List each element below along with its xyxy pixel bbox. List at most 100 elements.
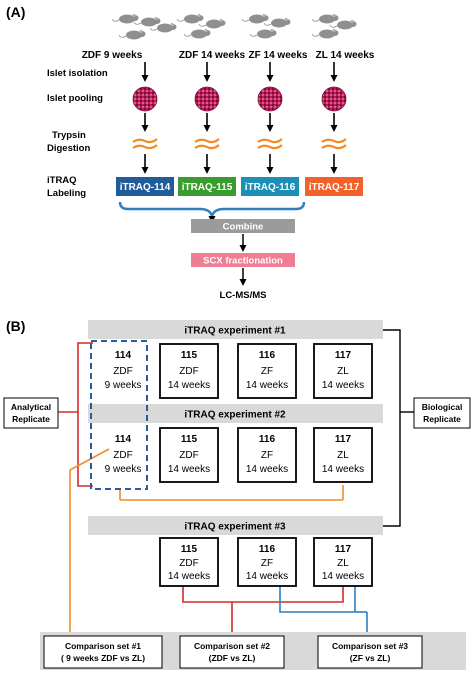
workflow-column: iTRAQ-114 xyxy=(116,62,174,196)
sample-strain: ZDF xyxy=(179,366,198,377)
experiment-3-title: iTRAQ experiment #3 xyxy=(184,522,286,533)
sample-age: 9 weeks xyxy=(105,464,142,475)
peptide-icon xyxy=(257,144,283,150)
sample-tag: 115 xyxy=(181,350,198,361)
sample-strain: ZF xyxy=(261,450,273,461)
step-itraq: iTRAQ xyxy=(47,175,77,186)
rat-icon xyxy=(241,13,269,24)
analytical-label-2: Replicate xyxy=(12,414,50,424)
sample-strain: ZF xyxy=(261,366,273,377)
sample-tag: 115 xyxy=(181,434,198,445)
sample-tag: 115 xyxy=(181,544,198,555)
workflow-column: iTRAQ-116 xyxy=(241,62,299,196)
peptide-icon xyxy=(194,144,220,150)
itraq-tag-label: iTRAQ-117 xyxy=(309,182,360,193)
experiment-1-title: iTRAQ experiment #1 xyxy=(184,326,286,337)
sample-age: 14 weeks xyxy=(246,571,288,582)
combine-brace xyxy=(118,201,306,221)
zdf9-dashed-highlight xyxy=(90,340,148,490)
sample-tag: 116 xyxy=(259,350,276,361)
panel-a-label: (A) xyxy=(6,4,25,20)
rat-icon xyxy=(311,13,339,24)
rat-icons xyxy=(111,13,357,40)
experiment-2-banner xyxy=(88,404,383,423)
lcms-label: LC-MS/MS xyxy=(220,290,267,301)
sample-age: 14 weeks xyxy=(168,464,210,475)
sample-age: 14 weeks xyxy=(168,571,210,582)
sample-age: 9 weeks xyxy=(105,380,142,391)
rat-icon xyxy=(133,16,161,27)
scx-box xyxy=(191,253,295,267)
sample-strain: ZDF xyxy=(113,366,132,377)
step-trypsin: Trypsin xyxy=(52,130,86,141)
combine-box xyxy=(191,219,295,233)
peptide-icon xyxy=(132,138,158,144)
combine-label: Combine xyxy=(223,222,264,233)
step-labeling: Labeling xyxy=(47,188,86,199)
group-name-zf14: ZF 14 weeks xyxy=(249,50,308,61)
sample-age: 14 weeks xyxy=(246,464,288,475)
rat-icon xyxy=(183,28,211,39)
workflow-columns: iTRAQ-114 iTRAQ-115 iTRAQ-116 iTRAQ-117 xyxy=(116,62,363,196)
sample-tag: 116 xyxy=(259,434,276,445)
peptide-icon xyxy=(132,144,158,150)
scx-label: SCX fractionation xyxy=(203,256,283,267)
islet-pool-icon xyxy=(132,86,158,112)
experiment-1-banner xyxy=(88,320,383,339)
itraq-tag-label: iTRAQ-115 xyxy=(182,182,233,193)
rat-icon xyxy=(329,19,357,30)
peptide-icon xyxy=(321,138,347,144)
sample-strain: ZL xyxy=(337,366,349,377)
sample-age: 14 weeks xyxy=(322,380,364,391)
sample-tag: 116 xyxy=(259,544,276,555)
sample-tag: 117 xyxy=(335,434,352,445)
biological-label-1: Biological xyxy=(422,402,463,412)
step-islet-isolation: Islet isolation xyxy=(47,68,108,79)
rat-icon xyxy=(118,29,146,40)
sample-strain: ZL xyxy=(337,558,349,569)
comparison-set-3-desc: (ZF vs ZL) xyxy=(350,653,391,663)
group-name-zdf9: ZDF 9 weeks xyxy=(82,50,143,61)
comparison-set-2-desc: (ZDF vs ZL) xyxy=(209,653,256,663)
rat-icon xyxy=(198,18,226,29)
biological-replicate-box xyxy=(413,397,471,429)
sample-age: 14 weeks xyxy=(322,571,364,582)
sample-strain: ZDF xyxy=(113,450,132,461)
panel-b-label: (B) xyxy=(6,318,25,334)
rat-icon xyxy=(311,28,339,39)
comparison-set-1-title: Comparison set #1 xyxy=(65,641,141,651)
sample-strain: ZDF xyxy=(179,450,198,461)
itraq-tag-label: iTRAQ-114 xyxy=(120,182,171,193)
sample-tag: 114 xyxy=(115,350,132,361)
peptide-icon xyxy=(194,138,220,144)
sample-strain: ZDF xyxy=(179,558,198,569)
itraq-tag-label: iTRAQ-116 xyxy=(245,182,296,193)
comparison-set-1-box xyxy=(43,635,163,669)
comparison-set-3-title: Comparison set #3 xyxy=(332,641,408,651)
biological-label-2: Replicate xyxy=(423,414,461,424)
analytical-label-1: Analytical xyxy=(11,402,51,412)
group-name-zdf14: ZDF 14 weeks xyxy=(179,50,246,61)
connector-lines xyxy=(58,329,414,634)
sample-strain: ZL xyxy=(337,450,349,461)
itraq-tag-box xyxy=(305,177,363,196)
islet-pool-icon xyxy=(194,86,220,112)
group-name-zl14: ZL 14 weeks xyxy=(316,50,375,61)
rat-icon xyxy=(263,17,291,28)
sample-age: 14 weeks xyxy=(168,380,210,391)
sample-tag: 117 xyxy=(335,350,352,361)
rat-icon xyxy=(249,28,277,39)
